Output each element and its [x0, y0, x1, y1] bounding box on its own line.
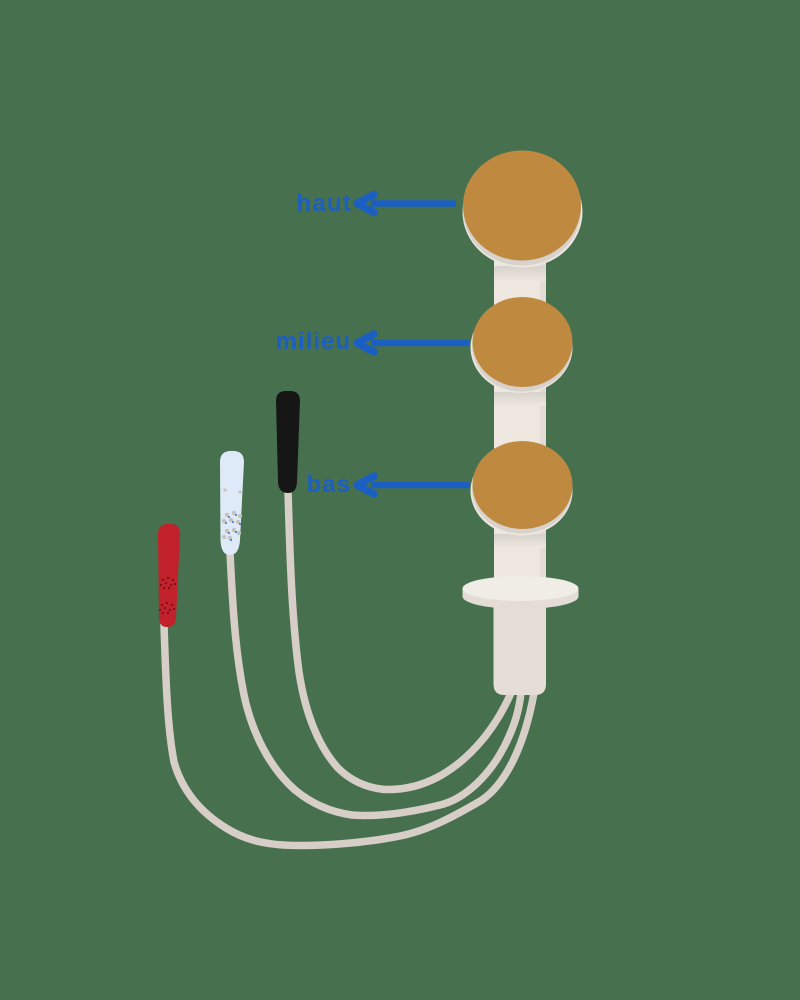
svg-text:bas: bas [307, 471, 351, 498]
svg-text:haut: haut [297, 190, 352, 217]
svg-text:milieu: milieu [276, 328, 351, 355]
